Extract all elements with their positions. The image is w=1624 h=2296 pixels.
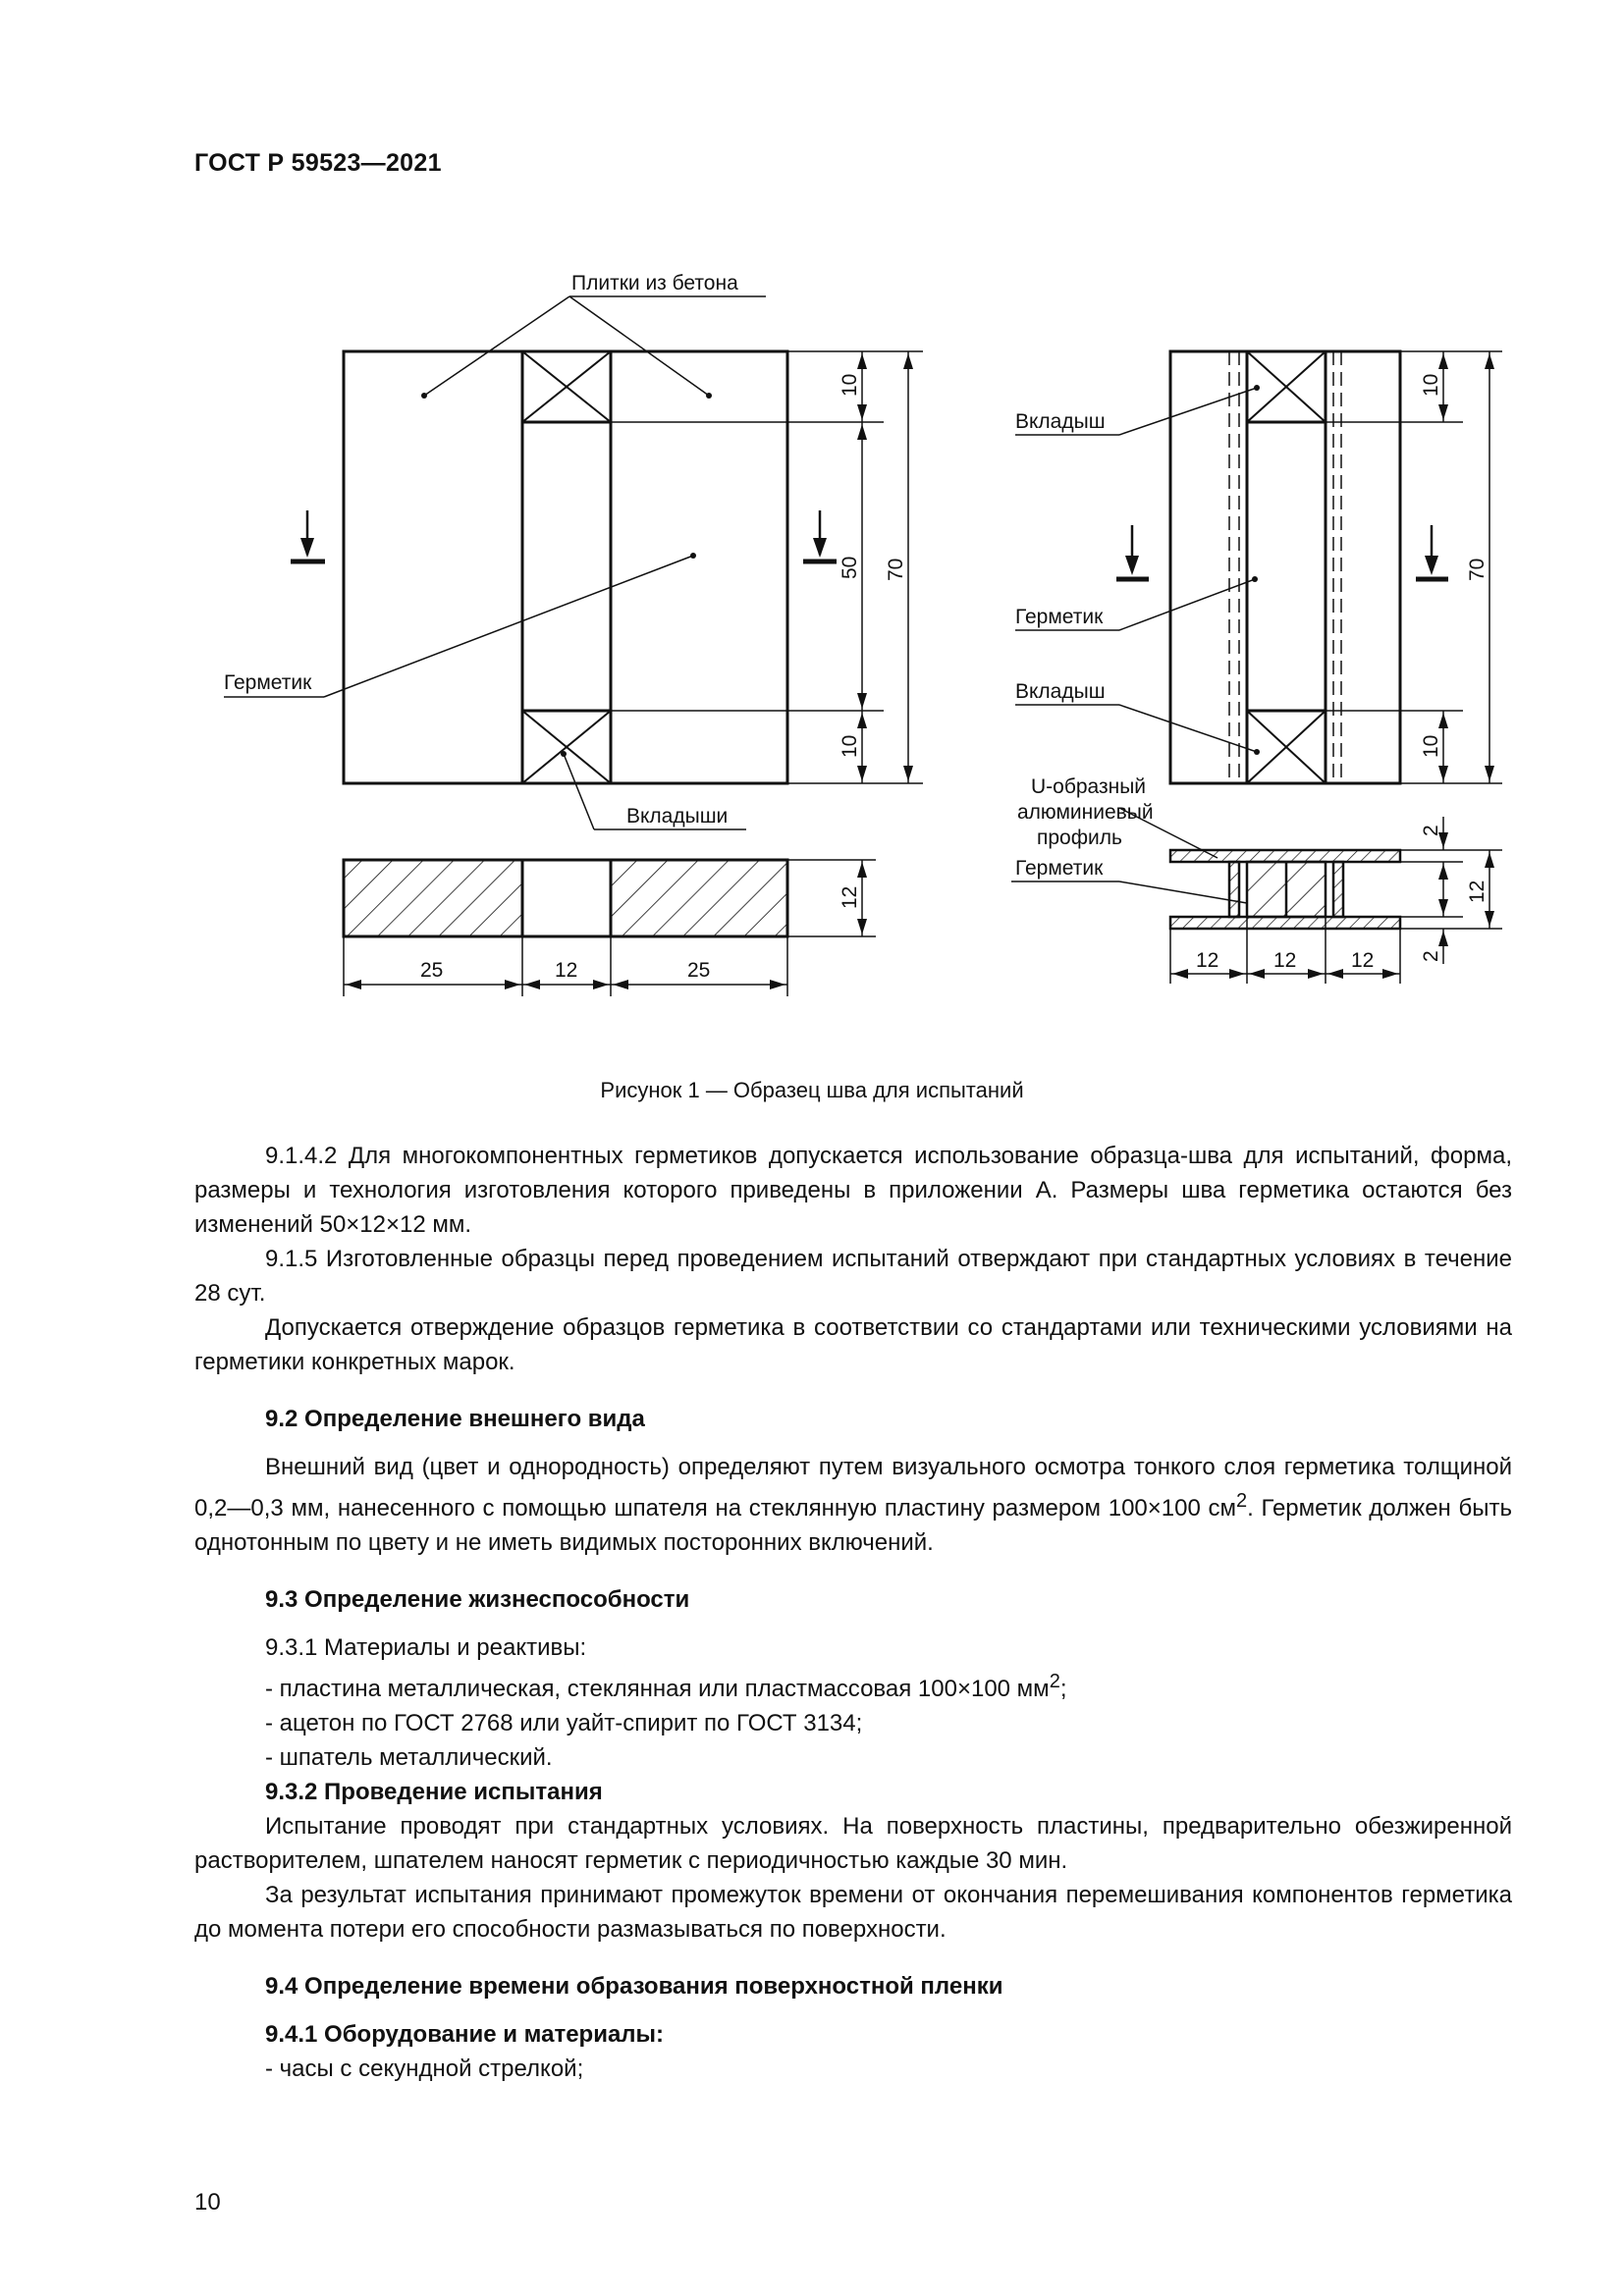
figure-caption: Рисунок 1 — Образец шва для испытаний — [600, 1078, 1024, 1102]
dim-12-r3: 12 — [1351, 949, 1374, 972]
subsection-heading: 9.3.2 Проведение испытания — [265, 1779, 603, 1805]
dim-25-b: 25 — [687, 959, 710, 982]
paragraph: Испытание проводят при стандартных услов… — [194, 1813, 1512, 1874]
paragraph-text: . Герметик должен быть однотонным по цве… — [194, 1495, 1512, 1556]
dim-25-a: 25 — [420, 959, 443, 982]
label-inserts: Вкладыши — [626, 805, 728, 828]
list-item: - часы с секундной стрелкой; — [265, 2056, 584, 2082]
list-item-text: - пластина металлическая, стеклянная или… — [265, 1676, 1050, 1702]
dim-12-left-section: 12 — [839, 886, 861, 909]
list-item: - пластина металлическая, стеклянная или… — [265, 1665, 1512, 1706]
paragraph: 9.3.1 Материалы и реактивы: — [265, 1634, 587, 1661]
section-heading: 9.4 Определение времени образования пове… — [265, 1973, 1003, 2000]
paragraph-text: Внешний вид (цвет и однородность) опреде… — [194, 1454, 1512, 1522]
figure-drawing: Плитки из бетона Герметик Вкладыши 10 50… — [224, 272, 1502, 996]
dim-10-bottom-left: 10 — [839, 735, 861, 758]
label-sealant-right: Герметик — [1015, 606, 1104, 628]
label-u-profile-3: профиль — [1037, 827, 1122, 849]
list-item: - ацетон по ГОСТ 2768 или уайт-спирит по… — [265, 1710, 863, 1736]
paragraph: Внешний вид (цвет и однородность) опреде… — [194, 1450, 1512, 1560]
label-sealant-left: Герметик — [224, 671, 312, 694]
label-insert-top: Вкладыш — [1015, 410, 1106, 433]
paragraph: Допускается отверждение образцов гермети… — [194, 1314, 1512, 1375]
label-u-profile-1: U-образный — [1031, 775, 1146, 798]
left-outer-frame — [342, 349, 789, 785]
page-number: 10 — [194, 2189, 221, 2216]
section-heading: 9.3 Определение жизнеспособности — [265, 1586, 690, 1613]
list-item: - шпатель металлический. — [265, 1744, 553, 1771]
subsection-heading: 9.4.1 Оборудование и материалы: — [265, 2021, 665, 2048]
section-heading: 9.2 Определение внешнего вида — [265, 1406, 645, 1432]
superscript: 2 — [1049, 1671, 1060, 1692]
label-insert-bottom: Вкладыш — [1015, 680, 1106, 703]
dim-12-b: 12 — [555, 959, 577, 982]
label-sealant-section: Герметик — [1015, 857, 1104, 880]
dim-50-left: 50 — [839, 557, 861, 579]
list-item-text: ; — [1059, 1676, 1067, 1702]
dim-12-r2: 12 — [1273, 949, 1296, 972]
right-outer-frame — [1168, 349, 1402, 785]
paragraph: 9.1.4.2 Для многокомпонентных герметиков… — [194, 1143, 1512, 1238]
dim-10-top-left: 10 — [839, 374, 861, 397]
paragraph: 9.1.5 Изготовленные образцы перед провед… — [194, 1246, 1512, 1307]
body-text: 9.1.4.2 Для многокомпонентных герметиков… — [194, 1139, 1512, 2086]
dim-10-top-right: 10 — [1420, 374, 1442, 397]
document-code: ГОСТ Р 59523—2021 — [194, 149, 442, 177]
superscript: 2 — [1236, 1490, 1248, 1512]
dim-70-left: 70 — [885, 559, 907, 581]
dim-2-top: 2 — [1420, 825, 1442, 836]
dim-70-right: 70 — [1466, 559, 1489, 581]
dim-10-bottom-right: 10 — [1420, 735, 1442, 758]
dim-2-bottom: 2 — [1420, 950, 1442, 962]
label-tiles: Плитки из бетона — [571, 272, 738, 294]
dim-12-r1: 12 — [1196, 949, 1218, 972]
label-u-profile-2: алюминиевый — [1017, 801, 1154, 824]
dim-12-right-vertical: 12 — [1466, 881, 1489, 903]
paragraph: За результат испытания принимают промежу… — [194, 1882, 1512, 1943]
